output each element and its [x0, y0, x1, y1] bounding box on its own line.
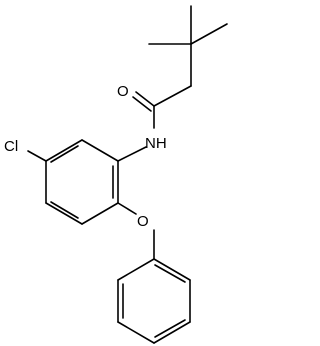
ring-b-inner-bond-2: [154, 319, 186, 338]
ring-a-bond-5: [45, 139, 83, 162]
ring-b-bond-6: [117, 258, 155, 281]
ring-a-bond-6: [81, 139, 119, 162]
tert-butyl-group: [148, 5, 228, 87]
ring-b-bond-1: [153, 258, 191, 281]
chlorine-label: Cl: [4, 138, 18, 155]
bond-ring-to-cl: [27, 150, 47, 162]
amide-nitrogen-label: NH: [145, 135, 167, 152]
bond-tbu-methyl-right: [190, 23, 228, 45]
ring-b-bond-3: [153, 321, 191, 344]
ring-b-bond-4: [117, 321, 155, 344]
bond-ch2-to-carbonyl: [153, 85, 192, 107]
bond-carbonyl-double-1: [135, 91, 155, 107]
ether-oxygen-label: O: [137, 213, 149, 230]
ring-a-inner-bond-3: [50, 145, 79, 163]
ring-a-bond-2: [81, 202, 119, 225]
bond-nh-to-ring: [117, 146, 147, 162]
ring-a-bond-3: [45, 202, 83, 225]
ring-a-inner-bond-2: [50, 201, 79, 219]
ring-b-inner-bond-1: [154, 264, 186, 283]
phenoxy-ring: [117, 229, 191, 344]
chlorophenyl-ring: [27, 139, 137, 225]
bond-ring-to-ether-o: [117, 202, 137, 215]
bond-carbonyl-double-2: [132, 96, 152, 112]
chemical-structure-diagram: O NH Cl O: [4, 5, 228, 344]
carbonyl-oxygen-label: O: [117, 83, 129, 100]
amide-chain: [117, 85, 192, 162]
